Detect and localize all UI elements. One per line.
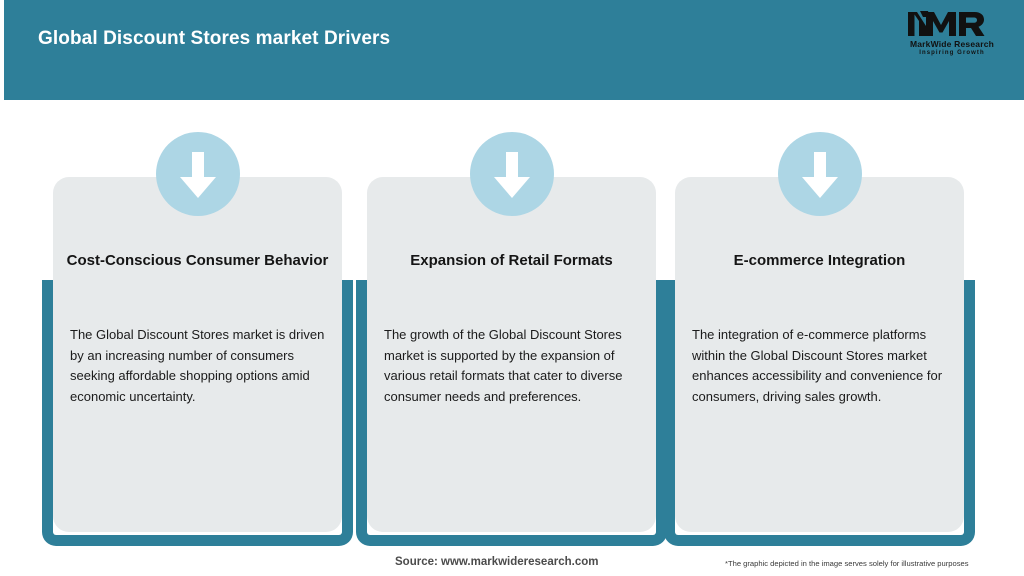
card-title: Expansion of Retail Formats: [410, 252, 613, 269]
page-title: Global Discount Stores market Drivers: [38, 28, 391, 49]
card-title: E-commerce Integration: [733, 252, 906, 269]
card-body: The Global Discount Stores market is dri…: [70, 327, 325, 404]
arrow-down-icon: [469, 132, 554, 216]
driver-card: E-commerce Integration The integration o…: [664, 100, 975, 546]
logo-company-name: MarkWide Research: [909, 39, 995, 49]
driver-card: Cost-Conscious Consumer Behavior The Glo…: [42, 100, 353, 546]
arrow-down-icon: [777, 132, 862, 216]
mwr-monogram-icon: [908, 11, 985, 36]
card-body: The integration of e-commerce platforms …: [692, 327, 943, 404]
brand-logo: MarkWide Research Inspiring Growth: [898, 8, 1006, 68]
disclaimer-label: *The graphic depicted in the image serve…: [725, 559, 969, 568]
card-body: The growth of the Global Discount Stores…: [384, 327, 623, 404]
card-panel: [367, 177, 656, 532]
card-panel: [53, 177, 342, 532]
drivers-card-list: Cost-Conscious Consumer Behavior The Glo…: [0, 100, 1024, 546]
logo-tagline: Inspiring Growth: [919, 50, 985, 56]
card-title: Cost-Conscious Consumer Behavior: [66, 252, 329, 269]
card-accent-frame: [42, 280, 353, 546]
card-accent-frame: [664, 280, 975, 546]
header-bar: [4, 0, 1024, 100]
source-label: Source: www.markwideresearch.com: [395, 556, 599, 568]
driver-card: Expansion of Retail Formats The growth o…: [356, 100, 667, 546]
card-panel: [675, 177, 964, 532]
arrow-down-icon: [155, 132, 240, 216]
card-accent-frame: [356, 280, 667, 546]
